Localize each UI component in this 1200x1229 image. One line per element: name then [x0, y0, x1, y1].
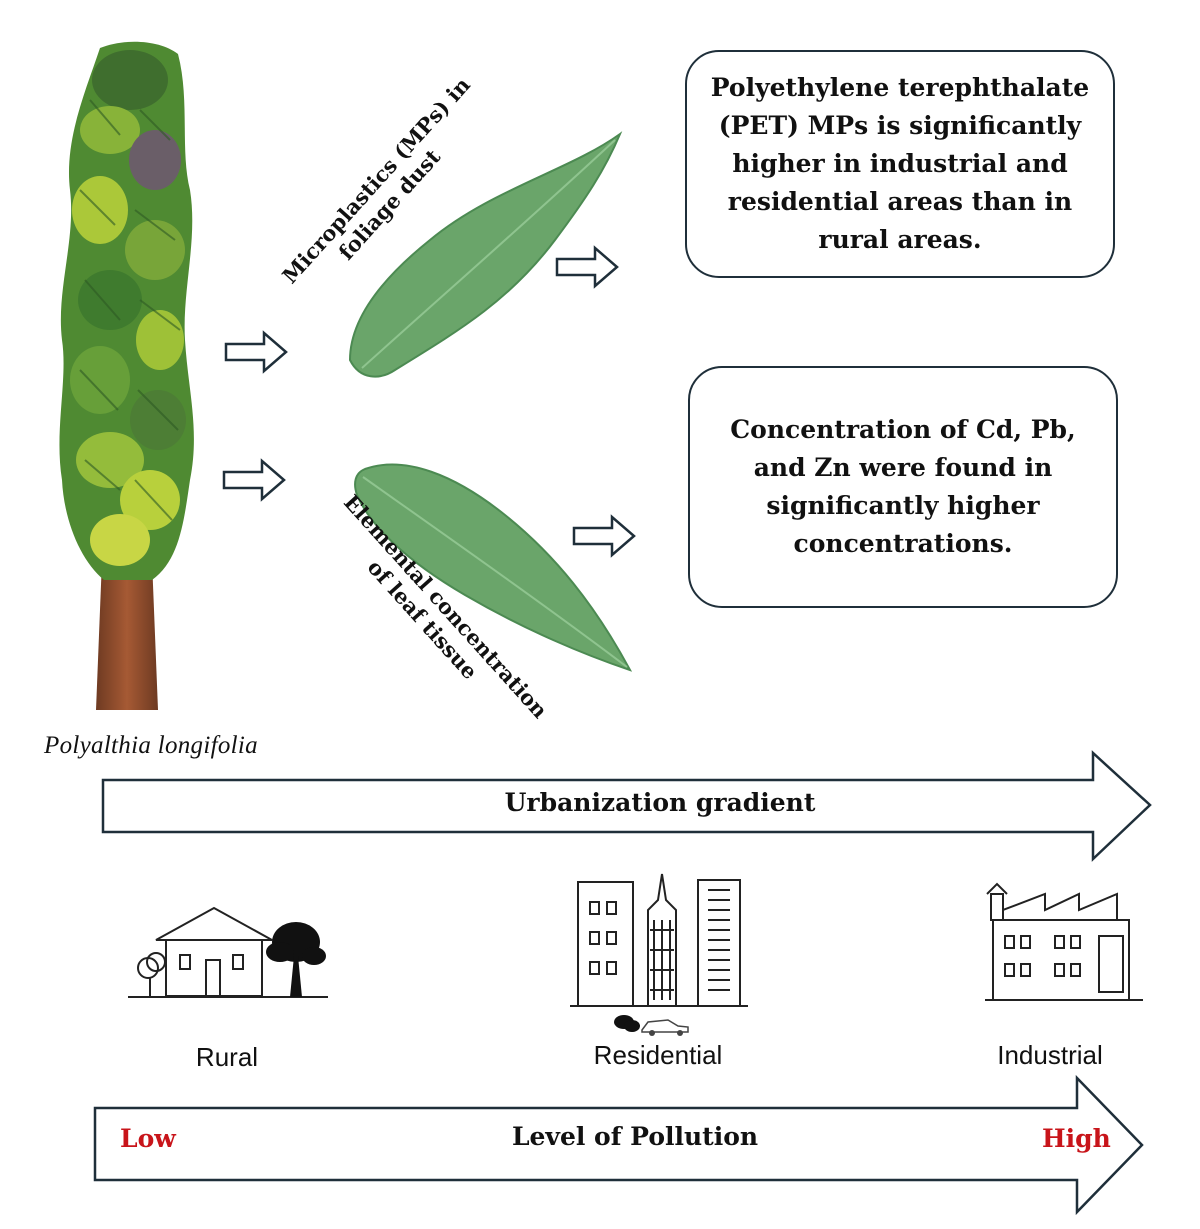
finding-line: concentrations. [793, 529, 1013, 558]
zone-label-industrial: Industrial [997, 1040, 1103, 1070]
factory-icon [985, 882, 1143, 1001]
finding-line: higher in industrial and [732, 149, 1068, 178]
car-icon [614, 1015, 689, 1036]
outline-arrow-icon [555, 245, 619, 289]
zone-label-rural: Rural [195, 1042, 259, 1072]
pollution-low-label: Low [120, 1124, 176, 1153]
pollution-high-label: High [1042, 1124, 1111, 1153]
leaf-icon [354, 463, 633, 672]
outline-arrow-icon [222, 458, 286, 502]
zone-label-residential: Residential [593, 1040, 723, 1070]
finding-line: residential areas than in [727, 187, 1073, 216]
buildings-icon [570, 873, 748, 1007]
finding-text-metals: Concentration of Cd, Pb, and Zn were fou… [730, 411, 1075, 563]
pollution-arrow [93, 1075, 1144, 1216]
species-label: Polyalthia longifolia [44, 732, 258, 759]
leaf-icon [348, 131, 623, 378]
outline-arrow-icon [224, 330, 288, 374]
pollution-label: Level of Pollution [511, 1122, 759, 1151]
finding-line: Polyethylene terephthalate [710, 73, 1090, 102]
finding-line: Concentration of Cd, Pb, [730, 415, 1076, 444]
finding-line: significantly higher [766, 491, 1040, 520]
urbanization-label: Urbanization gradient [504, 788, 816, 817]
finding-line: (PET) MPs is significantly [718, 111, 1082, 140]
finding-box-metals: Concentration of Cd, Pb, and Zn were fou… [688, 366, 1118, 608]
urbanization-arrow [101, 750, 1152, 862]
house-icon [128, 906, 328, 998]
outline-arrow-icon [572, 514, 636, 558]
tree-icon [59, 41, 194, 710]
finding-box-pet: Polyethylene terephthalate (PET) MPs is … [685, 50, 1115, 278]
finding-line: and Zn were found in [753, 453, 1053, 482]
finding-text-pet: Polyethylene terephthalate (PET) MPs is … [711, 69, 1089, 259]
finding-line: rural areas. [818, 225, 982, 254]
